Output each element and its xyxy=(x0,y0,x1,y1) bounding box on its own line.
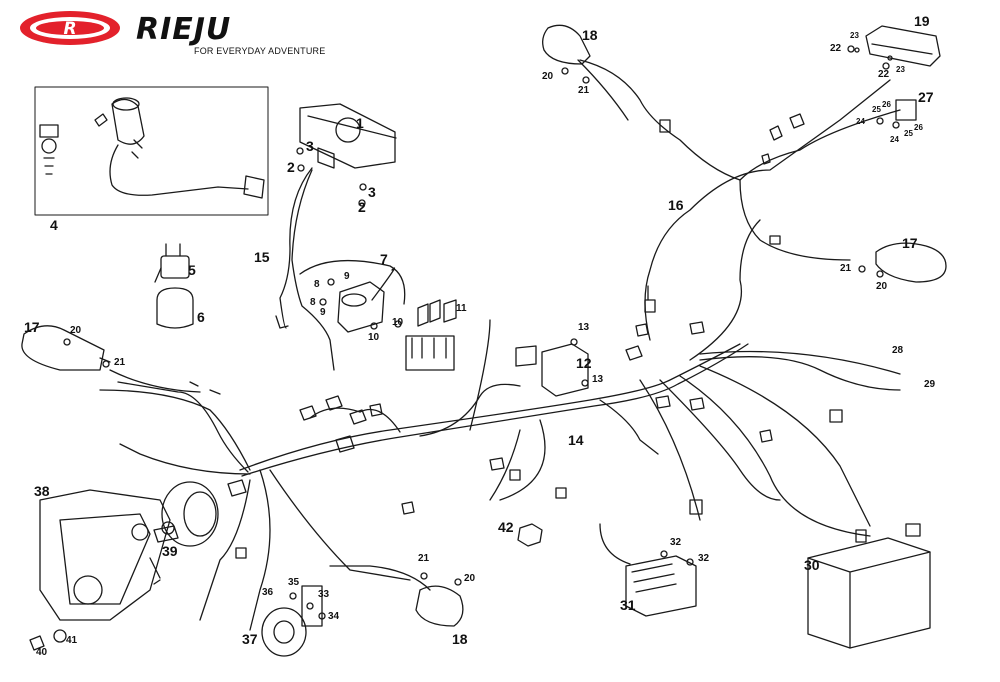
callout-4: 4 xyxy=(50,217,58,233)
callout-31: 31 xyxy=(620,597,636,613)
ignition-coil xyxy=(299,259,406,333)
brand-tagline: FOR EVERYDAY ADVENTURE xyxy=(194,46,326,56)
callout-17: 17 xyxy=(902,235,918,251)
callout-16: 16 xyxy=(668,197,684,213)
callout-22b: 22 xyxy=(878,69,890,80)
callout-2b: 2 xyxy=(358,199,366,215)
brand-name: RIEJU xyxy=(136,12,232,47)
callout-37: 37 xyxy=(242,631,258,647)
callout-20c: 20 xyxy=(876,281,888,292)
tail-light xyxy=(865,25,941,67)
callout-21d: 21 xyxy=(418,553,430,564)
callout-41: 41 xyxy=(66,635,78,646)
callout-18: 18 xyxy=(582,27,598,43)
callout-9: 9 xyxy=(344,271,350,282)
turn-signal-front-right xyxy=(415,585,464,627)
turn-signal-rear-left xyxy=(542,24,591,65)
callout-7: 7 xyxy=(380,251,388,267)
voltage-regulator xyxy=(625,555,697,617)
callout-24b: 24 xyxy=(890,135,899,144)
callout-12: 12 xyxy=(576,355,592,371)
callout-33: 33 xyxy=(318,589,330,600)
callout-36: 36 xyxy=(262,587,274,598)
callout-26b: 26 xyxy=(914,123,923,132)
callout-6: 6 xyxy=(197,309,205,325)
instrument-cluster xyxy=(296,103,397,207)
callout-35: 35 xyxy=(288,577,300,588)
plate-light xyxy=(895,99,917,121)
fuse-box xyxy=(405,299,457,371)
callout-34: 34 xyxy=(328,611,340,622)
callout-3: 3 xyxy=(306,138,314,154)
horn xyxy=(261,607,307,657)
callout-17b: 17 xyxy=(24,319,40,335)
callout-13: 13 xyxy=(578,322,590,333)
turn-signal-front-left xyxy=(21,325,105,371)
callout-21: 21 xyxy=(578,85,590,96)
callout-20b: 20 xyxy=(70,325,82,336)
battery xyxy=(807,537,931,649)
callout-21c: 21 xyxy=(840,263,852,274)
ignition-switch-inset xyxy=(34,86,269,216)
callout-1: 1 xyxy=(356,115,364,131)
callout-21b: 21 xyxy=(114,357,126,368)
callout-24: 24 xyxy=(856,117,865,126)
callout-28: 28 xyxy=(892,345,904,356)
callout-23: 23 xyxy=(850,31,859,40)
callout-40: 40 xyxy=(36,647,48,658)
callout-22: 22 xyxy=(830,43,842,54)
callout-14: 14 xyxy=(568,432,584,448)
main-harness xyxy=(99,59,901,631)
turn-signal-rear-right xyxy=(875,242,947,283)
callout-8b: 8 xyxy=(310,297,316,308)
callout-10b: 10 xyxy=(392,317,404,328)
callout-20d: 20 xyxy=(464,573,476,584)
brand-header: R RIEJU FOR EVERYDAY ADVENTURE xyxy=(18,8,325,58)
headlight xyxy=(39,489,171,621)
callout-18b: 18 xyxy=(452,631,468,647)
callout-32b: 32 xyxy=(698,553,710,564)
callout-25: 25 xyxy=(872,105,881,114)
starter-relay xyxy=(160,255,190,279)
connector-42 xyxy=(517,523,543,547)
callout-23b: 23 xyxy=(896,65,905,74)
callout-2: 2 xyxy=(287,159,295,175)
callout-19: 19 xyxy=(914,13,930,29)
callout-13b: 13 xyxy=(592,374,604,385)
callout-15: 15 xyxy=(254,249,270,265)
brand-logo-letter: R xyxy=(63,19,76,39)
callout-27: 27 xyxy=(918,89,934,105)
callout-25b: 25 xyxy=(904,129,913,138)
callout-8: 8 xyxy=(314,279,320,290)
relay-bracket xyxy=(156,287,194,329)
callout-26: 26 xyxy=(882,100,891,109)
callout-20: 20 xyxy=(542,71,554,82)
callout-38: 38 xyxy=(34,483,50,499)
callout-5: 5 xyxy=(188,262,196,278)
callout-10: 10 xyxy=(368,332,380,343)
callout-39: 39 xyxy=(162,543,178,559)
callout-11: 11 xyxy=(456,303,467,314)
callout-3b: 3 xyxy=(368,184,376,200)
callout-29: 29 xyxy=(924,379,936,390)
callout-42: 42 xyxy=(498,519,514,535)
callout-9b: 9 xyxy=(320,307,326,318)
callout-30: 30 xyxy=(804,557,820,573)
headlight-socket xyxy=(161,481,219,547)
callout-32: 32 xyxy=(670,537,682,548)
brand-logo: R xyxy=(20,11,120,45)
